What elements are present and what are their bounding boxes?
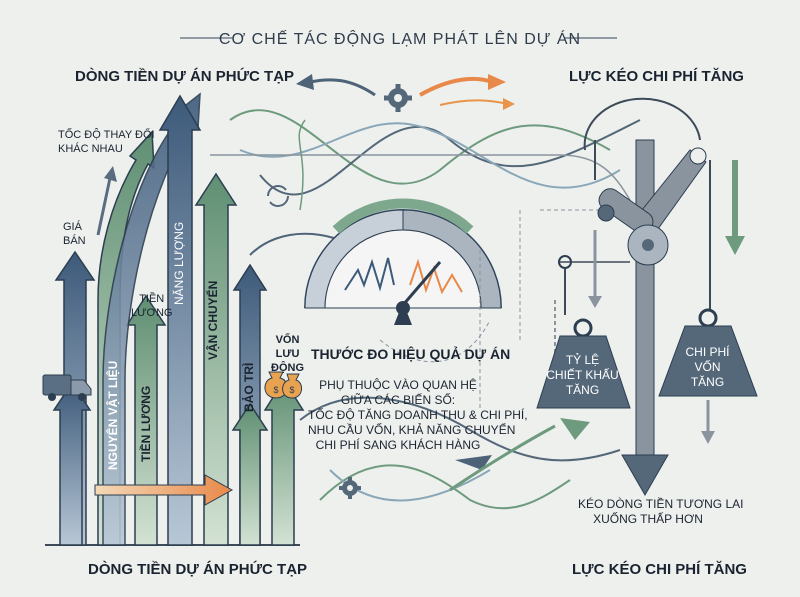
- weight-right-line: TĂNG: [690, 375, 725, 389]
- label-materials: NGUYÊN VẬT LIỆU: [106, 360, 120, 470]
- cash-flow-arrows: [52, 92, 305, 546]
- orange-arrow: [94, 474, 234, 506]
- weight-right-label: CHI PHÍ VỐN TĂNG: [665, 345, 750, 390]
- label-speed-line2: KHÁC NHAU: [58, 143, 123, 155]
- gauge-desc-line: PHỤ THUỘC VÀO QUAN HỆ: [319, 378, 477, 392]
- gauge-title: THƯỚC ĐO HIỆU QUẢ DỰ ÁN: [311, 346, 511, 362]
- gear-icon: [267, 185, 289, 207]
- money-bag-icon: $ $: [264, 371, 302, 399]
- weight-left-line: TĂNG: [565, 383, 600, 397]
- gauge-desc-line: CHI PHÍ SANG KHÁCH HÀNG: [315, 438, 481, 452]
- svg-text:$: $: [289, 385, 294, 395]
- label-price-line1: GIÁ: [63, 221, 82, 233]
- gear-icon: [384, 84, 412, 112]
- weight-icon: [536, 318, 631, 409]
- page-title: CƠ CHẾ TÁC ĐỘNG LẠM PHÁT LÊN DỰ ÁN: [218, 31, 582, 48]
- right-header: LỰC KÉO CHI PHÍ TĂNG: [569, 68, 744, 85]
- left-header: DÒNG TIỀN DỰ ÁN PHỨC TẠP: [75, 68, 295, 85]
- label-wc-line3: ĐỘNG: [271, 362, 304, 374]
- weight-left-label: TỶ LỆ CHIẾT KHẤU TĂNG: [540, 353, 625, 398]
- label-speed-line1: TỐC ĐỘ THAY ĐỔI: [58, 129, 155, 141]
- svg-text:$: $: [273, 385, 278, 395]
- left-footer: DÒNG TIỀN DỰ ÁN PHỨC TẠP: [88, 561, 308, 578]
- right-footer: LỰC KÉO CHI PHÍ TĂNG: [572, 561, 747, 578]
- gauge: [304, 198, 502, 325]
- gauge-desc-line: TỐC ĐỘ TĂNG DOANH THU & CHI PHÍ,: [308, 408, 528, 422]
- arrow-salary-left: [125, 294, 167, 546]
- weight-left-line: CHIẾT KHẤU: [546, 368, 619, 382]
- label-wc-line2: LƯU: [275, 348, 300, 360]
- label-speed: TỐC ĐỘ THAY ĐỔI KHÁC NHAU: [58, 128, 155, 156]
- arrow-energy: [158, 94, 202, 546]
- note-line: XUỐNG THẤP HƠN: [593, 512, 703, 526]
- weight-right-line: VỐN: [694, 360, 721, 374]
- label-price: GIÁ BÁN: [63, 220, 86, 248]
- gauge-desc-line: GIỮA CÁC BIẾN SỐ:: [340, 393, 456, 407]
- label-energy: NĂNG LƯỢNG: [172, 221, 186, 305]
- flow-lines: [210, 109, 641, 510]
- weight-left-line: TỶ LỆ: [565, 353, 600, 367]
- label-transport: VẬN CHUYỂN: [206, 280, 220, 360]
- truck-icon: [42, 374, 92, 401]
- arrow-wc-2: [263, 378, 305, 546]
- gauge-desc-line: NHU CẦU VỐN, KHẢ NĂNG CHUYỂN: [308, 423, 516, 437]
- weight-right-line: CHI PHÍ: [685, 345, 730, 359]
- label-salary-vertical: TIỀN LƯƠNG: [139, 385, 153, 462]
- arrow-materials-tall: [102, 92, 201, 546]
- note-line: KÉO DÒNG TIỀN TƯƠNG LAI: [578, 497, 744, 511]
- label-wc-line1: VỐN: [275, 334, 300, 346]
- label-salary-line2: LƯƠNG: [131, 307, 173, 319]
- label-working-capital: VỐN LƯU ĐỘNG: [271, 333, 304, 375]
- weight-icon: [658, 308, 758, 397]
- arrow-wc-1: [231, 402, 269, 546]
- gear-icon: [339, 477, 361, 499]
- label-price-line2: BÁN: [63, 235, 86, 247]
- label-salary: TIỀN LƯƠNG: [131, 292, 172, 320]
- label-salary-line1: TIỀN: [139, 293, 165, 305]
- gauge-description: PHỤ THUỘC VÀO QUAN HỆ GIỮA CÁC BIẾN SỐ: …: [308, 378, 528, 453]
- label-maintenance: BẢO TRÌ: [242, 362, 256, 412]
- bottom-right-note: KÉO DÒNG TIỀN TƯƠNG LAI XUỐNG THẤP HƠN: [578, 497, 744, 527]
